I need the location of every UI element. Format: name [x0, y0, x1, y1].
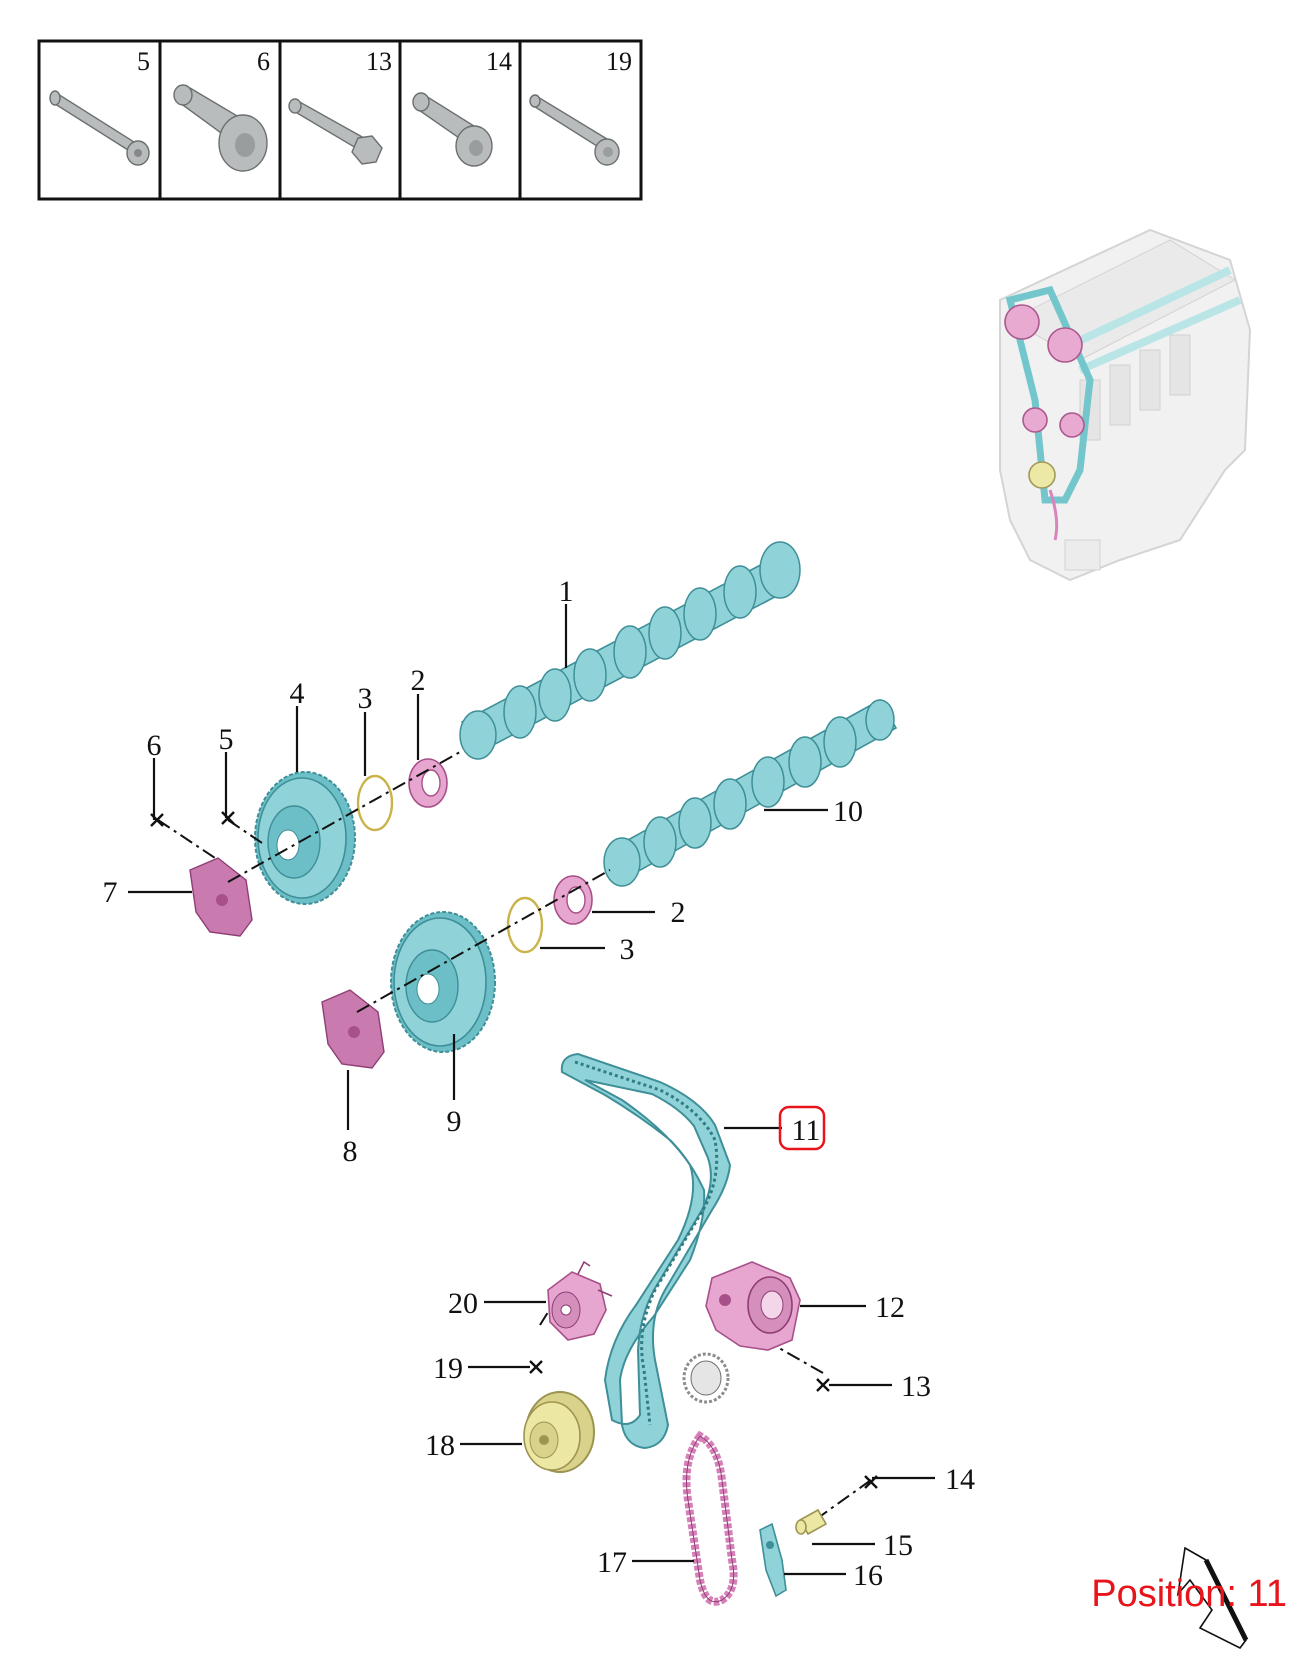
cover-plate-upper [189, 857, 253, 937]
callout-12: 12 [875, 1291, 905, 1324]
seal-upper [408, 758, 448, 808]
idler-pulley [547, 1260, 613, 1341]
fastener-legend: 5 6 13 14 19 [37, 39, 643, 201]
callout-2: 2 [411, 664, 426, 697]
callout-9: 9 [447, 1105, 462, 1138]
callout-1: 1 [559, 575, 574, 608]
drive-chain [682, 1430, 738, 1606]
callout-15: 15 [883, 1529, 913, 1562]
callout-17: 17 [597, 1546, 627, 1579]
chain-tensioner-rail [759, 1522, 787, 1598]
flange-bolt-icon [529, 94, 620, 166]
legend-number-6: 6 [257, 47, 270, 76]
callout-20: 20 [448, 1287, 478, 1320]
callout-4: 4 [290, 677, 305, 710]
legend-number-5: 5 [137, 47, 150, 76]
callout-6: 6 [147, 729, 162, 762]
orientation-arrow-icon [1176, 1546, 1249, 1650]
timing-belt [560, 1052, 732, 1450]
callout-19: 19 [433, 1352, 463, 1385]
callout-leader-lines [128, 604, 935, 1576]
position-label: Position: 11 [1091, 1573, 1287, 1615]
assembly-axis-lines [157, 751, 872, 1521]
timing-gear-small [682, 1352, 730, 1404]
callout-16: 16 [853, 1559, 883, 1592]
retaining-ring-upper [356, 774, 394, 832]
callout-18: 18 [425, 1429, 455, 1462]
legend-number-13: 13 [366, 47, 392, 76]
callout-14: 14 [945, 1463, 975, 1496]
crankshaft-sprocket [523, 1391, 595, 1473]
legend-number-19: 19 [606, 47, 632, 76]
camshaft-upper [459, 541, 801, 760]
seal-lower [553, 875, 593, 925]
callout-5: 5 [219, 723, 234, 756]
camshaft-lower [603, 698, 898, 887]
callout-11: 11 [792, 1114, 821, 1147]
legend-number-14: 14 [486, 47, 512, 76]
callout-10: 10 [833, 795, 863, 828]
tensioner-pin [795, 1508, 828, 1536]
engine-overview-thumbnail [999, 228, 1252, 582]
callout-3-lower: 3 [620, 933, 635, 966]
torx-bolt-icon [412, 92, 493, 167]
flange-bolt-icon [173, 84, 268, 172]
camshaft-sprocket-upper [254, 771, 356, 905]
cover-plate-lower [321, 989, 385, 1069]
camshaft-sprocket-lower [390, 911, 496, 1053]
callout-2-lower: 2 [671, 896, 686, 929]
belt-tensioner [705, 1261, 801, 1351]
bolt-position-markers [150, 811, 878, 1489]
hex-bolt-icon [288, 98, 383, 165]
callout-13: 13 [901, 1370, 931, 1403]
long-bolt-icon [49, 90, 150, 166]
callout-3: 3 [358, 682, 373, 715]
retaining-ring-lower [506, 896, 544, 954]
highlight-box [778, 1105, 826, 1151]
callout-8: 8 [343, 1135, 358, 1168]
callout-7: 7 [103, 876, 118, 909]
